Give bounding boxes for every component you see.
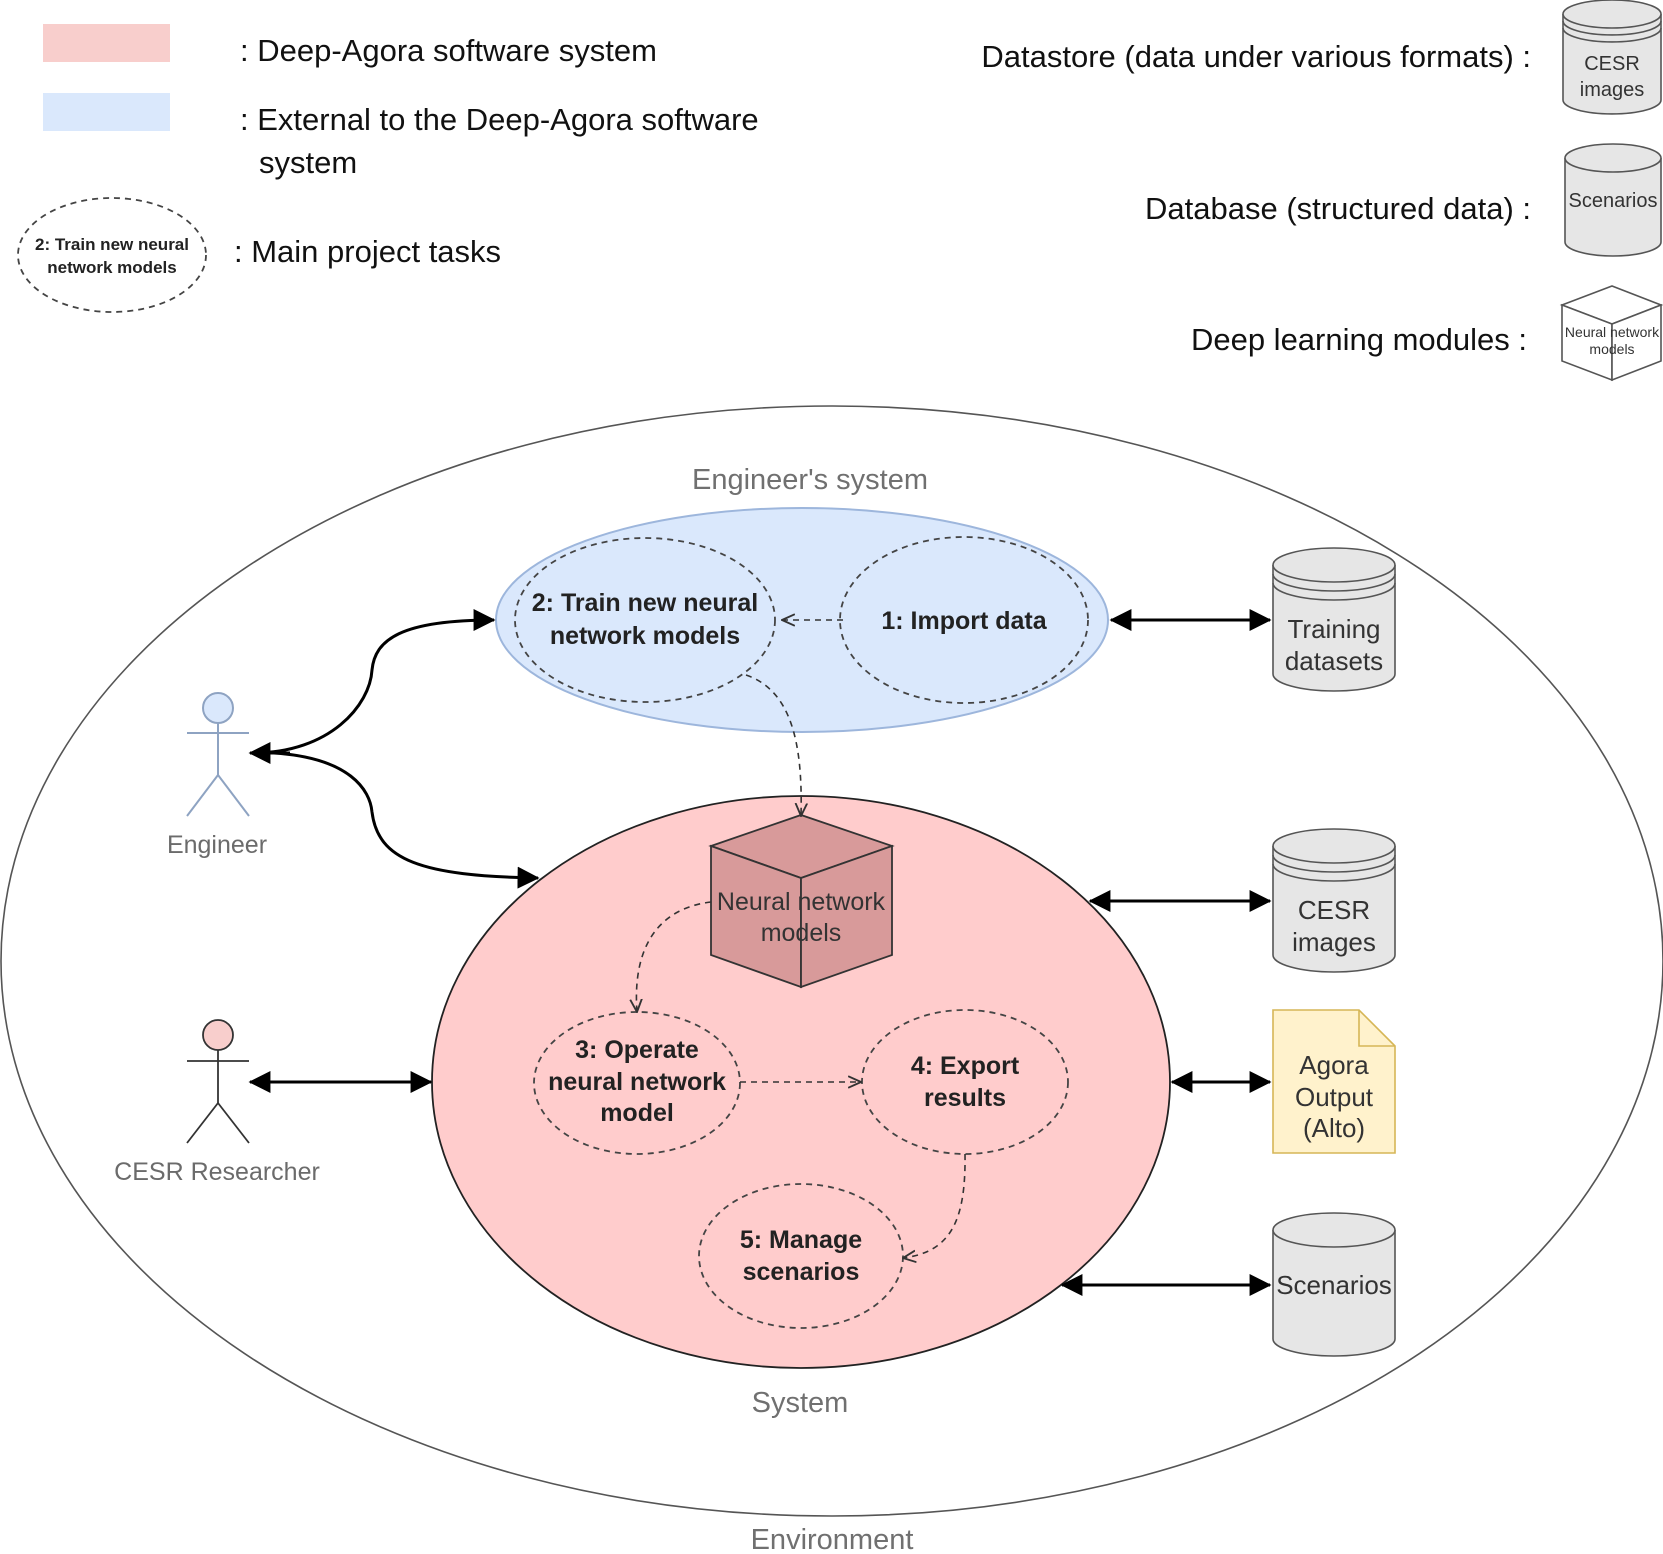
legend-database-icon: Scenarios xyxy=(1564,143,1662,257)
agora-output-document: Agora Output (Alto) xyxy=(1272,1009,1396,1154)
legend-external-label-line2: system xyxy=(259,145,357,180)
scenarios-store: Scenarios xyxy=(1272,1212,1396,1357)
flow-train-to-module xyxy=(745,674,801,816)
training-datasets-line1: Training xyxy=(1288,614,1381,644)
task-3-label-line3: model xyxy=(600,1099,674,1127)
training-datasets-line2: datasets xyxy=(1285,646,1383,676)
agora-output-line1: Agora xyxy=(1299,1050,1369,1080)
legend-cube-icon-line2: models xyxy=(1589,341,1634,357)
task-2-ellipse xyxy=(514,537,776,703)
legend: : Deep-Agora software system : External … xyxy=(17,0,1663,382)
legend-task-sample xyxy=(17,197,207,313)
legend-database-label: Database (structured data) : xyxy=(1145,191,1531,226)
task-4-label-line2: results xyxy=(924,1084,1006,1112)
legend-deep-agora-label: : Deep-Agora software system xyxy=(240,33,657,68)
legend-datastore-icon: CESR images xyxy=(1562,0,1662,115)
environment-boundary xyxy=(0,405,1663,1517)
researcher-actor xyxy=(186,1019,250,1144)
agora-output-line2: Output xyxy=(1295,1082,1374,1112)
task-5-label-line1: 5: Manage xyxy=(740,1226,862,1254)
engineer-label: Engineer xyxy=(167,831,267,859)
task-1-label: 1: Import data xyxy=(881,607,1047,635)
task-3-label-line1: 3: Operate xyxy=(575,1036,699,1064)
cesr-images-line2: images xyxy=(1292,927,1376,957)
legend-cube-icon-line1: Neural network xyxy=(1565,324,1660,340)
training-datasets-store: Training datasets xyxy=(1272,547,1396,692)
neural-network-module: Neural network models xyxy=(708,814,895,989)
neural-network-module-line1: Neural network xyxy=(717,888,886,916)
environment-label: Environment xyxy=(751,1524,914,1554)
legend-datastore-icon-line1: CESR xyxy=(1584,53,1640,75)
task-2-label-line1: 2: Train new neural xyxy=(532,589,758,617)
engineers-system-boundary xyxy=(495,507,1109,733)
scenarios-store-label: Scenarios xyxy=(1276,1270,1392,1300)
task-2-label-line2: network models xyxy=(550,622,740,650)
engineer-to-system-arrow xyxy=(273,751,540,889)
neural-network-module-line2: models xyxy=(761,919,842,947)
system-label: System xyxy=(752,1387,849,1419)
flow-export-to-scenarios xyxy=(903,1153,966,1258)
legend-task-sample-line1: 2: Train new neural xyxy=(35,235,189,254)
legend-task-sample-line2: network models xyxy=(47,258,176,277)
legend-deep-agora-swatch xyxy=(43,24,170,62)
flow-module-to-operate xyxy=(636,901,712,1012)
task-5-label-line2: scenarios xyxy=(743,1258,860,1286)
task-4-label-line1: 4: Export xyxy=(911,1052,1020,1080)
legend-external-swatch xyxy=(43,93,170,131)
legend-main-tasks-label: : Main project tasks xyxy=(234,234,501,269)
legend-external-label-line1: : External to the Deep-Agora software xyxy=(240,102,759,137)
task-3-label-line2: neural network xyxy=(548,1068,726,1096)
legend-datastore-icon-line2: images xyxy=(1580,79,1644,101)
task-1-ellipse xyxy=(839,536,1089,704)
cesr-images-line1: CESR xyxy=(1298,895,1370,925)
cesr-images-store: CESR images xyxy=(1272,828,1396,973)
legend-cube-icon: Neural network models xyxy=(1559,285,1663,382)
researcher-label: CESR Researcher xyxy=(114,1158,320,1186)
legend-dl-modules-label: Deep learning modules : xyxy=(1191,322,1527,357)
agora-output-line3: (Alto) xyxy=(1303,1113,1365,1143)
engineer-to-train-arrow xyxy=(252,609,496,755)
engineer-actor xyxy=(186,692,250,817)
legend-datastore-label: Datastore (data under various formats) : xyxy=(981,39,1531,74)
engineers-system-label: Engineer's system xyxy=(692,464,928,496)
legend-database-icon-label: Scenarios xyxy=(1569,190,1658,212)
